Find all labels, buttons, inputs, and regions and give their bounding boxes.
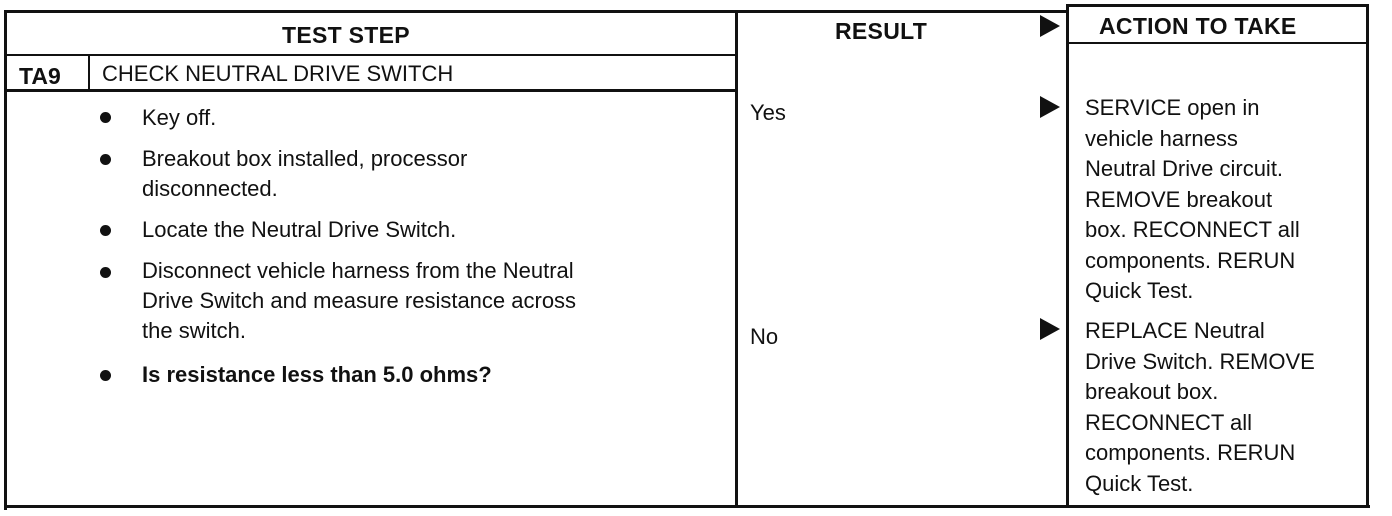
- table-left-border: [4, 10, 7, 510]
- step-bullet-1: Key off.: [142, 105, 217, 130]
- header-arrow-icon: [1040, 15, 1060, 37]
- step-bullet-question: Is resistance less than 5.0 ohms?: [142, 362, 492, 387]
- step-title: CHECK NEUTRAL DRIVE SWITCH: [102, 61, 454, 86]
- header-result: RESULT: [835, 18, 928, 44]
- result-yes: Yes: [750, 100, 786, 125]
- step-title-bottom-rule: [4, 89, 738, 92]
- step-bullet-4: Disconnect vehicle harness from the Neut…: [142, 258, 577, 343]
- result-no-arrow-icon: [1040, 318, 1060, 340]
- table-bottom-border: [4, 505, 1370, 508]
- step-bullet-3: Locate the Neutral Drive Switch.: [142, 217, 457, 242]
- result-no: No: [750, 324, 779, 349]
- result-yes-arrow-icon: [1040, 96, 1060, 118]
- column-divider-action: [1066, 4, 1069, 508]
- action-no: REPLACE Neutral Drive Switch. REMOVE bre…: [1085, 318, 1315, 496]
- step-id: TA9: [19, 63, 61, 89]
- step-id-divider: [88, 56, 90, 91]
- bullet-icon: [100, 225, 111, 236]
- header-bottom-rule-action: [1066, 42, 1368, 44]
- bullet-icon: [100, 370, 111, 381]
- bullet-icon: [100, 267, 111, 278]
- header-test-step: TEST STEP: [282, 22, 410, 48]
- table-top-border: [4, 10, 1068, 13]
- bullet-icon: [100, 154, 111, 165]
- step-bullet-2: Breakout box installed, processor discon…: [142, 146, 468, 201]
- header-bottom-rule: [4, 54, 738, 56]
- action-yes: SERVICE open in vehicle harness Neutral …: [1085, 95, 1300, 303]
- table-right-border: [1366, 4, 1369, 508]
- header-action-to-take: ACTION TO TAKE: [1099, 13, 1297, 39]
- column-divider-result: [735, 10, 738, 508]
- table-top-border-action: [1068, 4, 1368, 7]
- bullet-icon: [100, 112, 111, 123]
